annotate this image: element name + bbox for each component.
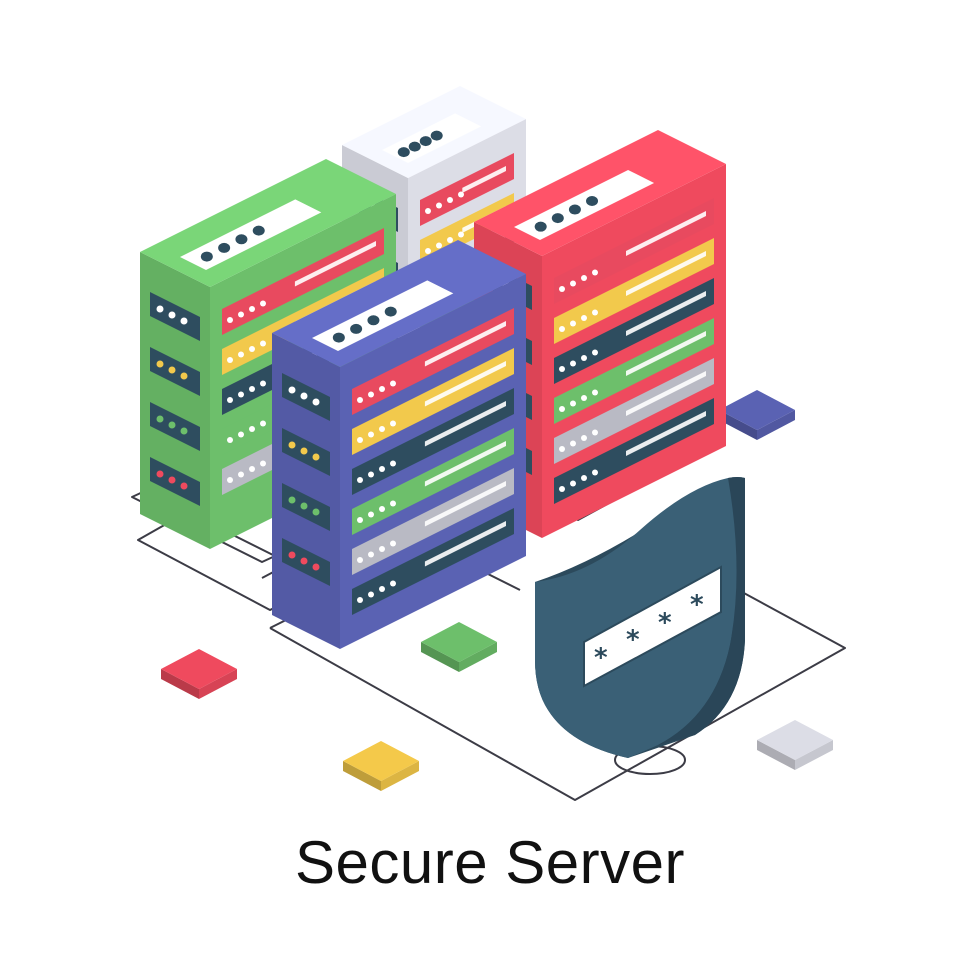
tile-icon — [719, 390, 795, 440]
tile-icon — [421, 622, 497, 672]
svg-text:*: * — [658, 608, 672, 638]
tile-icon — [161, 649, 237, 699]
svg-text:*: * — [690, 590, 704, 620]
caption-title: Secure Server — [295, 829, 685, 896]
server-racks — [140, 86, 726, 649]
password-shield-icon: * * * * — [535, 477, 745, 758]
decorative-tiles — [161, 390, 833, 791]
svg-text:*: * — [594, 643, 608, 673]
server-rack-icon — [272, 240, 526, 649]
password-mask-icon: * * * * — [594, 590, 704, 673]
tile-icon — [343, 741, 419, 791]
password-field: * * * * — [583, 565, 722, 688]
svg-text:*: * — [626, 625, 640, 655]
tile-icon — [757, 720, 833, 770]
